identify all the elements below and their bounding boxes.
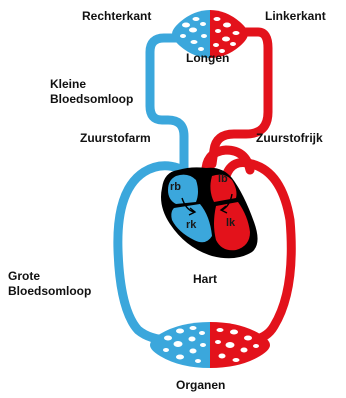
small-circulation-label-line1: Kleine (50, 77, 86, 91)
rk-label: rk (186, 219, 197, 231)
lk-label: lk (226, 217, 236, 229)
left-side-label: Linkerkant (265, 9, 326, 23)
oxygen-rich-label: Zuurstofrijk (256, 131, 323, 145)
lb-label: lb (218, 173, 228, 185)
large-circulation-label-line1: Grote (8, 269, 40, 283)
right-side-label: Rechterkant (82, 9, 151, 23)
rb-label: rb (170, 181, 181, 193)
oxygen-poor-label: Zuurstofarm (80, 131, 151, 145)
heart-label: Hart (193, 272, 217, 286)
organs-label: Organen (176, 378, 225, 392)
lungs-label: Longen (186, 51, 229, 65)
pulmonary-artery (150, 38, 184, 183)
large-circulation-label-line2: Bloedsomloop (8, 284, 91, 298)
small-circulation-label-line2: Bloedsomloop (50, 92, 133, 106)
organ-capillaries (150, 322, 270, 368)
